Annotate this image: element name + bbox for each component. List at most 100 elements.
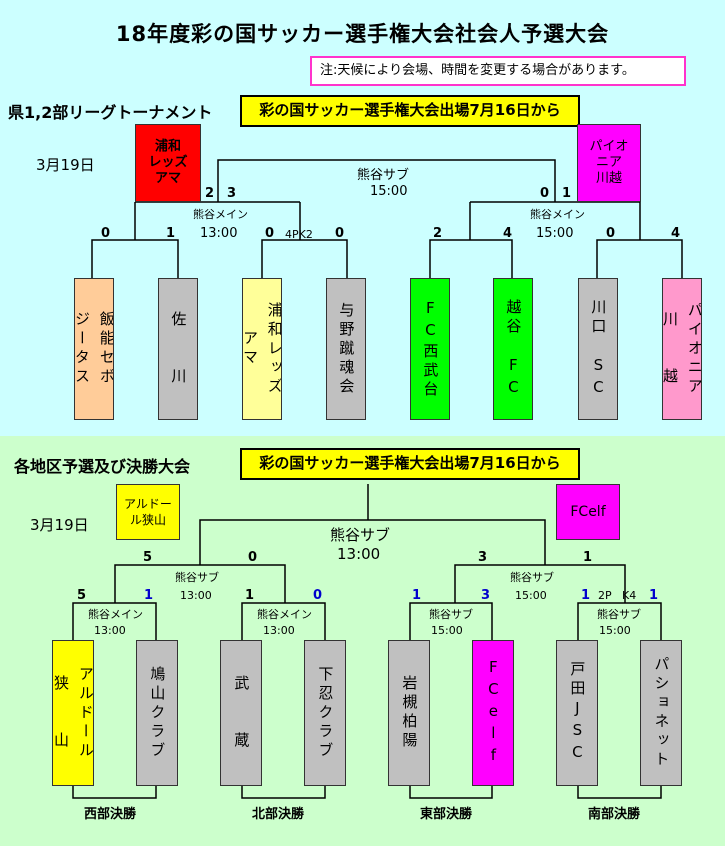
top-date: 3月19日 (36, 156, 95, 174)
top-team-name: 川口 SC (589, 298, 608, 400)
bottom-semi-left-venue: 熊谷サブ (175, 571, 219, 584)
top-heading: 県1,2部リーグトーナメント (8, 103, 213, 122)
top-team-box: 越谷 FC (493, 278, 533, 420)
bottom-team-name: 岩槻柏陽 (400, 675, 419, 751)
quarter-score: 3 (481, 588, 491, 603)
weather-note: 注:天候により会場、時間を変更する場合があります。 (310, 56, 686, 86)
top-team-name: ジータス (74, 311, 91, 387)
bottom-pk2: K4 (622, 589, 637, 602)
bottom-banner: 彩の国サッカー選手権大会出場7月16日から (240, 448, 580, 480)
top-final-score-r1: 0 (540, 186, 550, 201)
quarter-score: 1 (412, 588, 422, 603)
final-label: 西部決勝 (84, 807, 137, 822)
top-team-box: 川口 SC (578, 278, 618, 420)
quarter-venue: 熊谷サブ (597, 608, 641, 621)
bottom-final-venue: 熊谷サブ (330, 526, 391, 544)
bottom-team-name: 狭 山 (52, 675, 70, 751)
final-label: 東部決勝 (420, 807, 473, 822)
bottom-team-name: 鳩山クラブ (148, 665, 167, 761)
bottom-team-name: 下忍クラブ (316, 665, 335, 761)
top-score: 1 (166, 226, 176, 241)
top-final-score-r2: 1 (562, 186, 572, 201)
quarter-time: 15:00 (431, 624, 463, 637)
bottom-team-name: アルドール (76, 665, 94, 761)
bottom-team-name: FCelf (484, 658, 503, 768)
top-score: 0 (335, 226, 345, 241)
top-team-name: 与野蹴魂会 (337, 301, 356, 397)
top-team-name: FC西武台 (421, 298, 440, 400)
bottom-pk: 2P (598, 589, 612, 602)
quarter-time: 13:00 (94, 624, 126, 637)
top-right-winner-box: パイオ ニア 川越 (577, 124, 641, 202)
final-label: 南部決勝 (588, 807, 641, 822)
quarter-score: 0 (313, 588, 323, 603)
top-team-name: 浦和レッズ (265, 301, 282, 397)
bottom-team-box: 下忍クラブ (304, 640, 346, 786)
bottom-team-box: 鳩山クラブ (136, 640, 178, 786)
quarter-score: 5 (77, 588, 87, 603)
bottom-semi-right-venue: 熊谷サブ (510, 571, 554, 584)
top-final-score-l2: 3 (227, 186, 237, 201)
top-team-box: パイオニア川 越 (662, 278, 702, 420)
bottom-final-score-l2: 0 (248, 550, 258, 565)
bottom-left-winner-box: アルドー ル狭山 (116, 484, 180, 540)
top-semi-left-venue: 熊谷メイン (193, 208, 248, 221)
top-score: 2 (433, 226, 443, 241)
top-score: 4 (671, 226, 681, 241)
bottom-right-winner-box: FCelf (556, 484, 620, 540)
top-team-box: 佐 川 (158, 278, 198, 420)
bottom-final-score-r2: 1 (583, 550, 593, 565)
top-left-winner-box: 浦和 レッズ アマ (135, 124, 201, 202)
bottom-team-box: 岩槻柏陽 (388, 640, 430, 786)
bottom-team-box: アルドール狭 山 (52, 640, 94, 786)
top-team-box: FC西武台 (410, 278, 450, 420)
quarter-score: 1 (581, 588, 591, 603)
bottom-final-time: 13:00 (337, 545, 381, 563)
quarter-score: 1 (245, 588, 255, 603)
top-team-name: アマ (242, 330, 259, 368)
bottom-final-score-r: 3 (478, 550, 488, 565)
bottom-team-name: パショネット (652, 656, 671, 770)
quarter-time: 15:00 (599, 624, 631, 637)
quarter-venue: 熊谷サブ (429, 608, 473, 621)
top-team-name: パイオニア (685, 301, 702, 397)
top-score: 0 (101, 226, 111, 241)
top-semi-right-time: 15:00 (536, 226, 574, 241)
top-final-score-l1: 2 (205, 186, 215, 201)
bottom-semi-right-time: 15:00 (515, 589, 547, 602)
top-score: 4 (503, 226, 513, 241)
top-pk: 4PK2 (285, 228, 313, 241)
quarter-time: 13:00 (263, 624, 295, 637)
quarter-score: 1 (144, 588, 154, 603)
bottom-semi-left-time: 13:00 (180, 589, 212, 602)
bottom-team-name: 武 蔵 (232, 675, 251, 751)
bottom-team-box: パショネット (640, 640, 682, 786)
bottom-team-box: 戸田JSC (556, 640, 598, 786)
top-team-name: 川 越 (662, 311, 679, 387)
final-label: 北部決勝 (252, 807, 305, 822)
bottom-team-box: 武 蔵 (220, 640, 262, 786)
top-team-box: 飯能セボジータス (74, 278, 114, 420)
top-semi-left-time: 13:00 (200, 226, 238, 241)
top-score: 0 (606, 226, 616, 241)
top-banner: 彩の国サッカー選手権大会出場7月16日から (240, 95, 580, 127)
bottom-final-score-l: 5 (143, 550, 153, 565)
top-team-name: 越谷 FC (504, 298, 523, 400)
top-team-box: 与野蹴魂会 (326, 278, 366, 420)
bottom-heading: 各地区予選及び決勝大会 (14, 457, 191, 476)
top-team-name: 飯能セボ (97, 311, 114, 387)
top-team-name: 佐 川 (169, 311, 188, 387)
quarter-venue: 熊谷メイン (88, 608, 143, 621)
top-final-time: 15:00 (370, 184, 408, 199)
quarter-venue: 熊谷メイン (257, 608, 312, 621)
quarter-score: 1 (649, 588, 659, 603)
page-title: 18年度彩の国サッカー選手権大会社会人予選大会 (115, 22, 610, 46)
top-score: 0 (265, 226, 275, 241)
top-final-venue: 熊谷サブ (357, 168, 410, 183)
bottom-team-name: 戸田JSC (568, 661, 587, 765)
bottom-team-box: FCelf (472, 640, 514, 786)
bottom-date: 3月19日 (30, 516, 89, 534)
top-semi-right-venue: 熊谷メイン (530, 208, 585, 221)
